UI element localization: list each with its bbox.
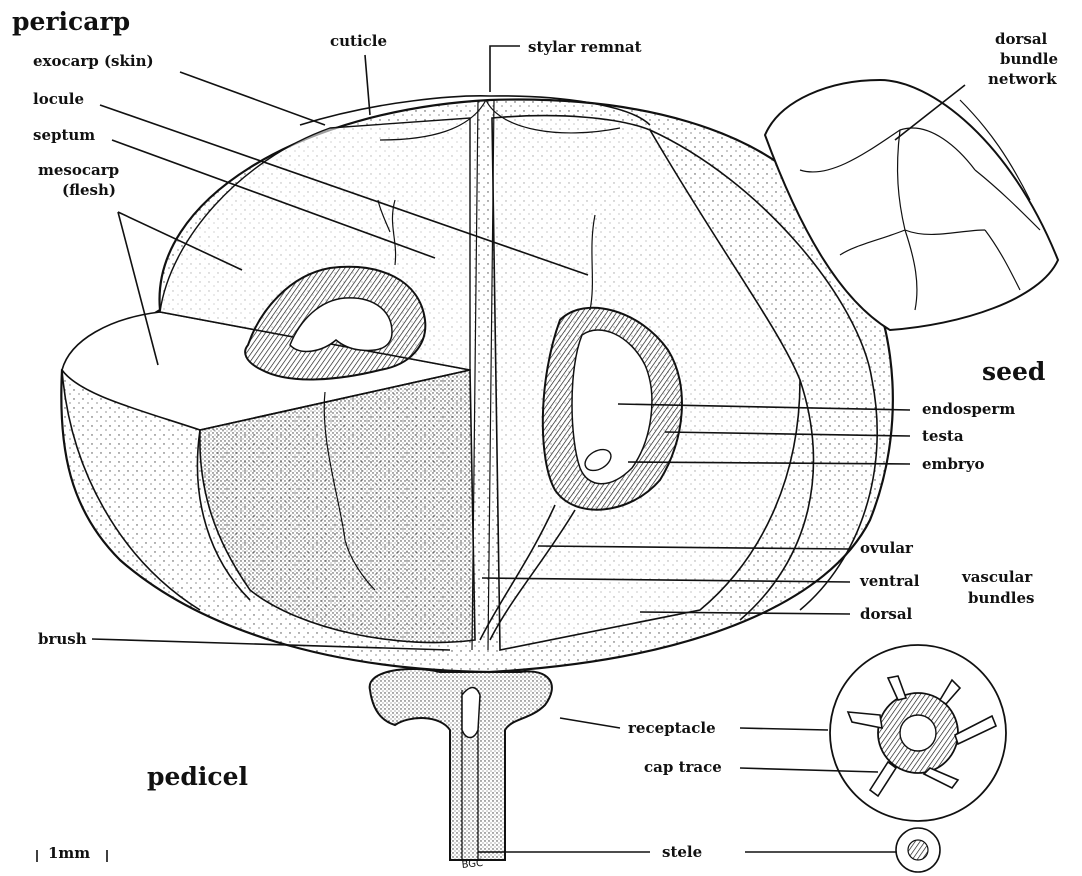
receptacle-section-core xyxy=(900,715,936,751)
label-endosperm: endosperm xyxy=(922,400,1015,418)
berry-body xyxy=(61,96,893,672)
receptacle-shape xyxy=(370,669,552,860)
label-mesocarp-1: mesocarp xyxy=(38,161,119,179)
label-dorsal-network-1: dorsal xyxy=(995,30,1048,48)
receptacle-core xyxy=(462,688,480,738)
label-seed: seed xyxy=(982,357,1045,386)
label-stele: stele xyxy=(662,843,702,861)
label-ventral: ventral xyxy=(859,572,920,590)
label-brush: brush xyxy=(38,630,87,648)
label-dorsal: dorsal xyxy=(860,605,913,623)
label-exocarp: exocarp (skin) xyxy=(33,52,154,70)
label-septum: septum xyxy=(33,126,95,144)
label-scale: 1mm xyxy=(48,844,90,862)
label-ovular: ovular xyxy=(860,539,914,557)
label-bundles: bundles xyxy=(968,589,1034,607)
label-receptacle: receptacle xyxy=(628,719,716,737)
artist-signature: BGC xyxy=(461,858,483,871)
label-pericarp: pericarp xyxy=(12,7,130,36)
cross-section-receptacle xyxy=(830,645,1006,821)
label-locule: locule xyxy=(33,90,84,108)
label-vascular: vascular xyxy=(961,568,1033,586)
label-cuticle: cuticle xyxy=(330,32,387,50)
cross-section-stele xyxy=(896,828,940,872)
leader-cuticle xyxy=(365,55,370,115)
label-dorsal-network-2: bundle xyxy=(1000,50,1058,68)
stele-section-core xyxy=(908,840,928,860)
label-testa: testa xyxy=(922,427,964,445)
label-embryo: embryo xyxy=(922,455,985,473)
label-dorsal-network-3: network xyxy=(988,70,1057,88)
label-cap-trace: cap trace xyxy=(644,758,722,776)
pedicel-structure: BGC xyxy=(370,669,552,871)
leader-exocarp xyxy=(180,72,325,125)
label-stylar-remnat: stylar remnat xyxy=(528,38,642,56)
label-pedicel: pedicel xyxy=(147,762,248,791)
leader-stylar xyxy=(490,46,520,92)
label-mesocarp-2: (flesh) xyxy=(62,181,116,199)
